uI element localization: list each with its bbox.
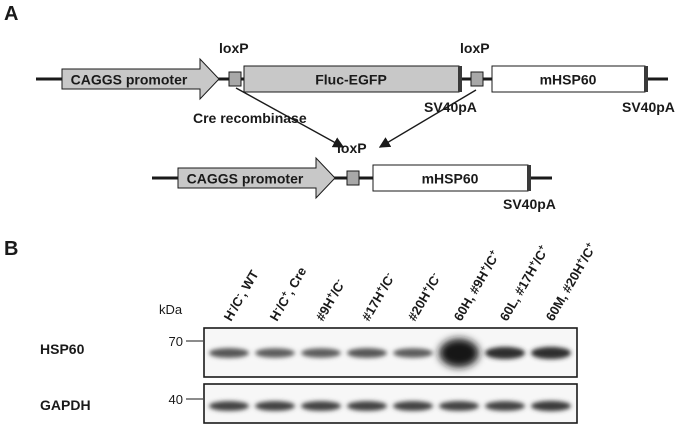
lane-label: 60H, #9H+/C+	[450, 248, 503, 324]
lane-label: #9H+/C-	[312, 276, 348, 323]
blot-band	[439, 338, 479, 368]
recombination-arrow-left	[235, 87, 345, 148]
blot-band	[301, 401, 341, 411]
lane-label: #17H+/C-	[358, 270, 398, 323]
loxp-label-2: loxP	[460, 40, 490, 56]
kda-label: kDa	[159, 302, 183, 317]
mhsp60-label-top: mHSP60	[540, 72, 597, 88]
blot-band	[485, 346, 525, 360]
blot-band	[439, 401, 479, 411]
blot-band	[255, 348, 295, 358]
marker-40-label: 40	[169, 392, 183, 407]
blot-band	[531, 400, 571, 412]
blot-band	[485, 401, 525, 411]
lane-label: 60M, #20H+/C+	[542, 240, 599, 323]
blot-label-hsp60: HSP60	[40, 341, 85, 357]
sv40pa-label-2: SV40pA	[622, 99, 675, 115]
lane-label: H-/C+, Cre	[266, 264, 310, 324]
caggs-promoter-arrow-bottom	[177, 156, 336, 200]
sv40pa-label-1: SV40pA	[424, 99, 477, 115]
mhsp60-label-bottom: mHSP60	[422, 171, 479, 187]
bands-gapdh	[209, 400, 571, 412]
lane-labels: H-/C-, WTH-/C+, Cre#9H+/C- #17H+/C-#20H+/…	[220, 240, 599, 324]
blot-band	[393, 348, 433, 358]
bands-hsp60	[209, 338, 571, 368]
sv40pa-bar-1	[458, 66, 462, 92]
recombination-arrow-right	[378, 89, 477, 148]
loxp-box-2	[470, 71, 484, 87]
panel-a-letter: A	[4, 3, 18, 25]
fluc-egfp-box	[243, 65, 460, 93]
loxp-label-1: loxP	[219, 40, 249, 56]
cre-recombinase-label: Cre recombinase	[193, 110, 307, 126]
sv40pa-bar-bottom	[527, 165, 531, 191]
lane-label: H-/C-, WT	[220, 267, 262, 323]
lane-label: 60L, #17H+/C+	[496, 243, 552, 324]
construct-top: CAGGS promoter loxP Fluc-EGFP SV40pA lox…	[36, 40, 675, 115]
recombination-arrows: Cre recombinase	[193, 87, 477, 148]
blot-band	[209, 348, 249, 358]
caggs-promoter-label-bottom: CAGGS promoter	[187, 171, 304, 187]
loxp-box-1	[228, 71, 242, 87]
blot-gapdh: GAPDH 40	[40, 383, 578, 424]
caggs-promoter-label: CAGGS promoter	[71, 72, 188, 88]
blot-band	[347, 348, 387, 358]
fluc-egfp-label: Fluc-EGFP	[315, 72, 387, 88]
loxp-label-bottom: loxP	[337, 140, 367, 156]
caggs-promoter-arrow	[61, 57, 220, 101]
blot-band	[209, 401, 249, 411]
sv40pa-label-bottom: SV40pA	[503, 196, 556, 212]
blot-band	[347, 401, 387, 411]
blot-hsp60: HSP60 70	[40, 327, 578, 378]
blot-band	[393, 401, 433, 411]
blot-band	[255, 401, 295, 411]
marker-70-label: 70	[169, 334, 183, 349]
loxp-box-bottom	[346, 170, 360, 186]
lane-label: #20H+/C-	[404, 270, 444, 323]
blot-band	[301, 348, 341, 358]
sv40pa-bar-2	[644, 66, 648, 92]
construct-bottom: CAGGS promoter loxP mHSP60 SV40pA	[152, 140, 556, 212]
panel-b-letter: B	[4, 238, 18, 260]
blot-label-gapdh: GAPDH	[40, 397, 91, 413]
blot-band	[531, 346, 571, 360]
